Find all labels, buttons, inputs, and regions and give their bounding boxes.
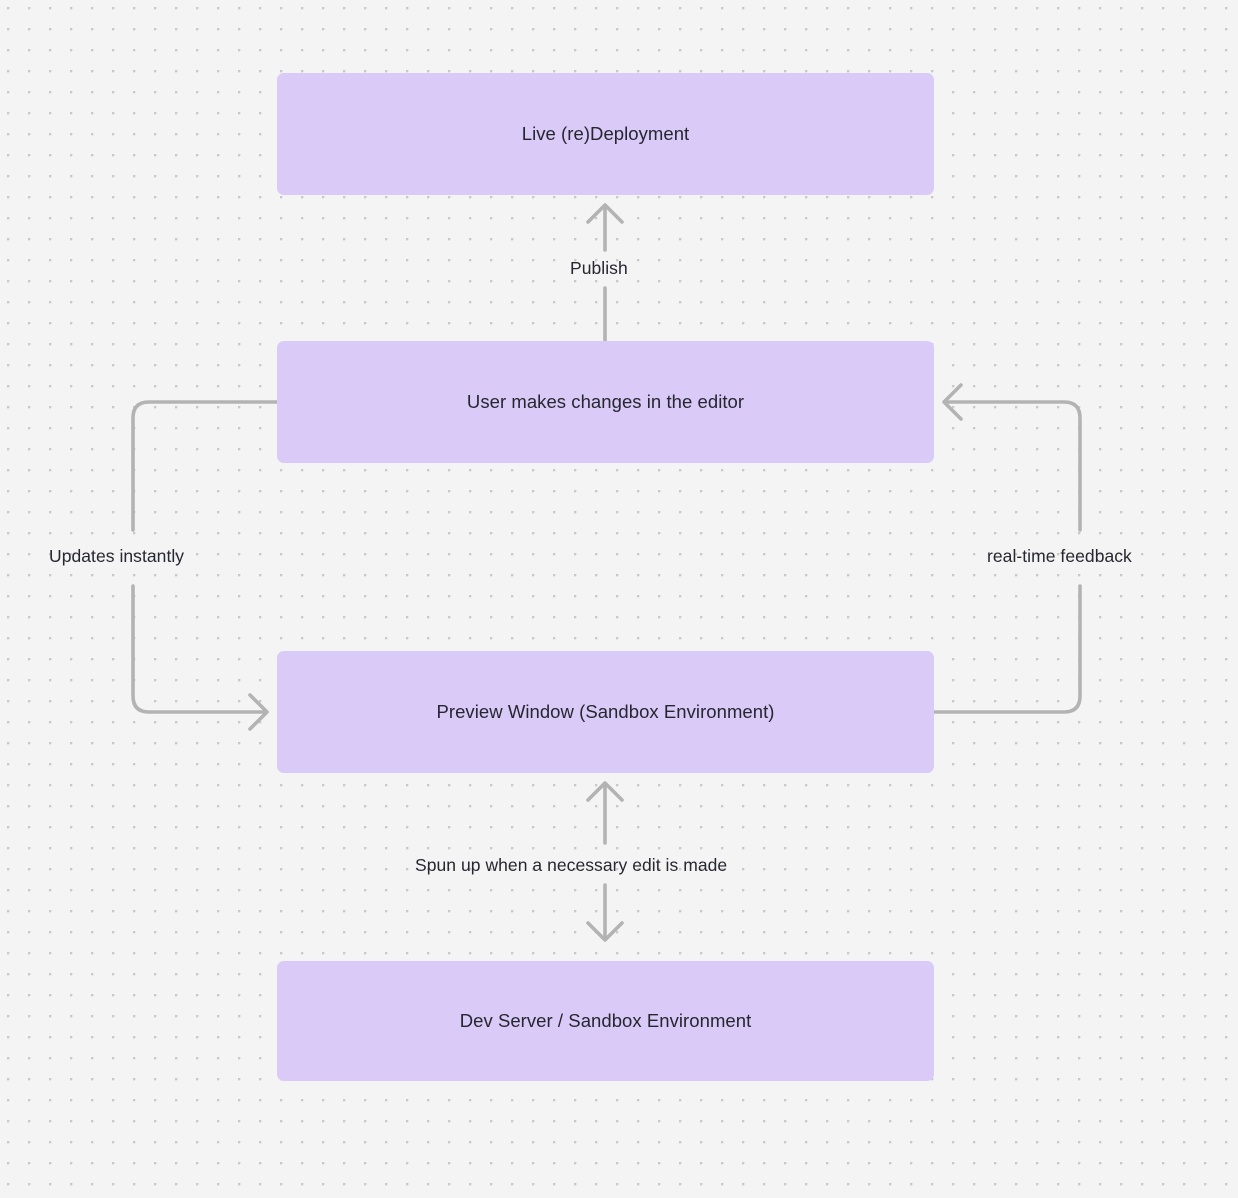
edge-label-realtime-feedback[interactable]: real-time feedback bbox=[987, 546, 1132, 566]
node-live-deployment[interactable]: Live (re)Deployment bbox=[277, 73, 934, 195]
edge-realtime-feedback-upper bbox=[943, 400, 1082, 532]
node-dev-server[interactable]: Dev Server / Sandbox Environment bbox=[277, 961, 934, 1081]
node-user-edits[interactable]: User makes changes in the editor bbox=[277, 341, 934, 463]
node-preview-window[interactable]: Preview Window (Sandbox Environment) bbox=[277, 651, 934, 773]
edge-publish-arrowhead bbox=[586, 203, 624, 224]
node-live-deployment-label: Live (re)Deployment bbox=[521, 122, 690, 144]
edge-label-publish[interactable]: Publish bbox=[570, 258, 628, 278]
edge-updates-instantly-upper bbox=[131, 400, 279, 532]
edge-updates-instantly-arrowhead bbox=[248, 693, 269, 731]
edge-spun-up-arrowhead-down bbox=[586, 921, 624, 942]
edge-updates-instantly-lower bbox=[131, 584, 268, 714]
node-user-edits-label: User makes changes in the editor bbox=[466, 390, 745, 412]
node-preview-window-label: Preview Window (Sandbox Environment) bbox=[436, 700, 775, 722]
edge-realtime-feedback-arrowhead bbox=[942, 383, 963, 421]
edge-spun-up-arrowhead-up bbox=[586, 781, 624, 802]
edge-realtime-feedback-lower bbox=[932, 584, 1082, 714]
edge-label-spun-up[interactable]: Spun up when a necessary edit is made bbox=[415, 855, 728, 875]
node-dev-server-label: Dev Server / Sandbox Environment bbox=[459, 1009, 752, 1031]
edge-label-updates-instantly[interactable]: Updates instantly bbox=[49, 546, 185, 566]
